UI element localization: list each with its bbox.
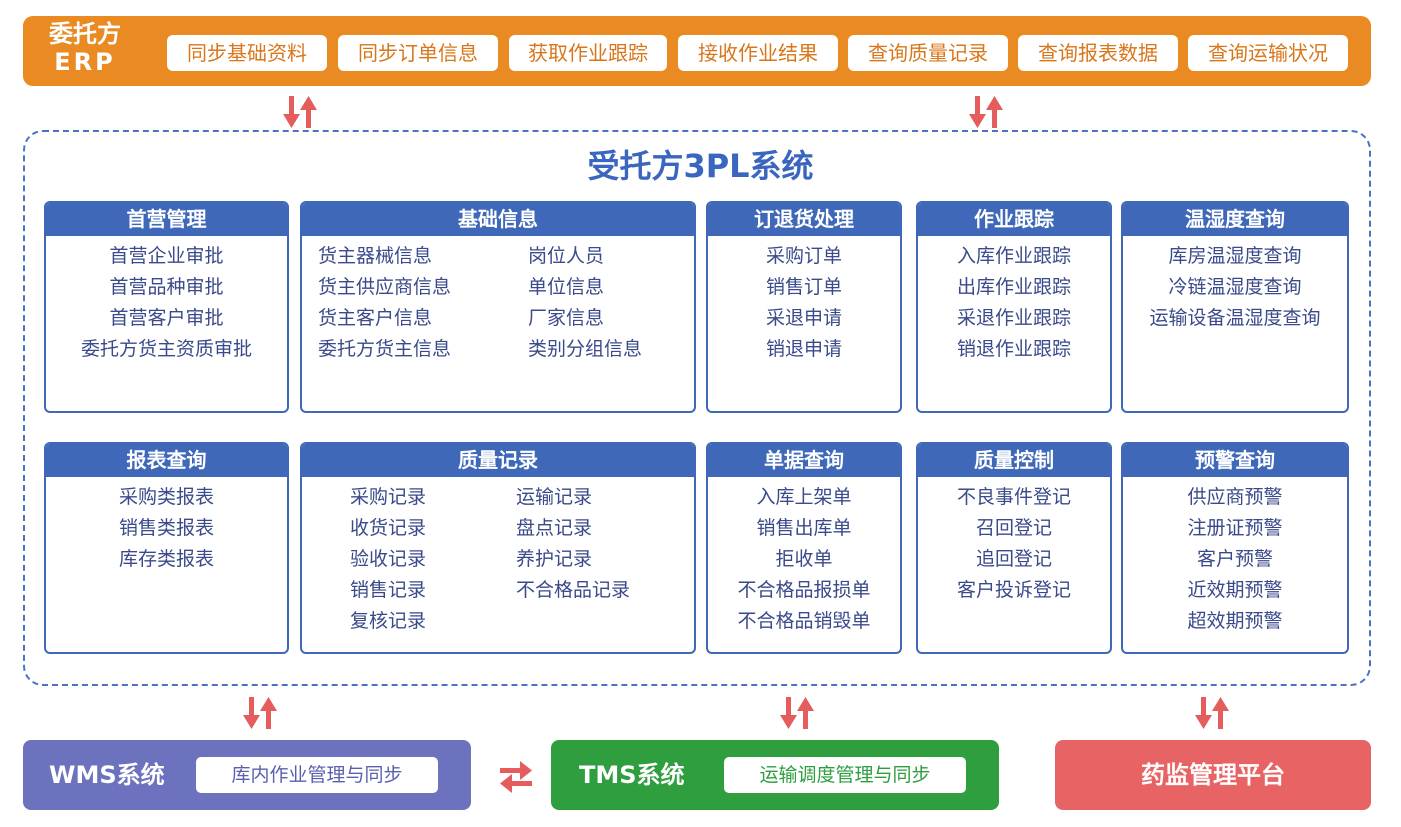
module-item: 销售出库单 [756,517,852,539]
module-title: 首营管理 [46,203,287,236]
module-item: 销售类报表 [118,517,214,539]
module-item: 出库作业跟踪 [956,276,1071,298]
module-title: 基础信息 [302,203,694,236]
module-item: 采退申请 [765,307,842,329]
module-item: 库房温湿度查询 [1168,245,1302,267]
module-title: 订退货处理 [708,203,900,236]
module-item: 不合格品记录 [516,579,631,601]
module-item: 货主客户信息 [318,307,433,329]
module-item: 召回登记 [975,517,1052,539]
module-warning-query: 预警查询 供应商预警 注册证预警 客户预警 近效期预警 超效期预警 [1121,442,1349,654]
erp-button-sync-base[interactable]: 同步基础资料 [167,35,327,71]
module-title: 质量控制 [918,444,1110,477]
erp-button-query-quality[interactable]: 查询质量记录 [848,35,1008,71]
module-document-query: 单据查询 入库上架单 销售出库单 拒收单 不合格品报损单 不合格品销毁单 [706,442,902,654]
system-title: 受托方3PL系统 [587,147,814,185]
module-item: 采购记录 [350,486,427,508]
module-item: 近效期预警 [1187,579,1283,601]
module-report-query: 报表查询 采购类报表 销售类报表 库存类报表 [44,442,289,654]
erp-button-receive-results[interactable]: 接收作业结果 [678,35,838,71]
module-item: 销退作业跟踪 [956,338,1071,360]
wms-desc: 库内作业管理与同步 [196,757,438,793]
module-item: 入库上架单 [756,486,852,508]
module-item: 货主器械信息 [318,245,433,267]
module-item: 采购订单 [765,245,842,267]
module-item: 货主供应商信息 [318,276,452,298]
module-item: 追回登记 [975,548,1052,570]
module-item: 委托方货主信息 [318,338,452,360]
tms-desc: 运输调度管理与同步 [724,757,966,793]
module-item: 验收记录 [350,548,427,570]
module-item: 注册证预警 [1187,517,1283,539]
module-title: 作业跟踪 [918,203,1110,236]
erp-title: 委托方 ERP [30,20,140,82]
sync-arrows-icon [283,96,317,128]
module-title: 报表查询 [46,444,287,477]
module-first-operation: 首营管理 首营企业审批 首营品种审批 首营客户审批 委托方货主资质审批 [44,201,289,413]
module-item: 盘点记录 [516,517,593,539]
erp-button-sync-orders[interactable]: 同步订单信息 [338,35,498,71]
module-item: 不合格品报损单 [737,579,871,601]
module-item: 入库作业跟踪 [956,245,1071,267]
module-item: 拒收单 [775,548,833,570]
3pl-system-frame [23,130,1371,686]
module-item: 客户预警 [1196,548,1273,570]
module-basic-info: 基础信息 货主器械信息 货主供应商信息 货主客户信息 委托方货主信息 岗位人员 … [300,201,696,413]
module-item: 首营客户审批 [109,307,224,329]
tms-name: TMS系统 [579,761,685,789]
module-item: 采购类报表 [118,486,214,508]
module-item: 销售记录 [350,579,427,601]
module-item: 首营品种审批 [109,276,224,298]
module-item: 委托方货主资质审批 [80,338,252,360]
module-title: 质量记录 [302,444,694,477]
erp-button-query-transport[interactable]: 查询运输状况 [1188,35,1348,71]
wms-system: WMS系统 库内作业管理与同步 [23,740,471,810]
module-item: 复核记录 [350,610,427,632]
module-quality-records: 质量记录 采购记录 收货记录 验收记录 销售记录 复核记录 运输记录 盘点记录 … [300,442,696,654]
erp-button-get-tracking[interactable]: 获取作业跟踪 [509,35,667,71]
module-item: 不良事件登记 [956,486,1071,508]
module-item: 单位信息 [528,276,605,298]
module-order-return: 订退货处理 采购订单 销售订单 采退申请 销退申请 [706,201,902,413]
module-item: 运输记录 [516,486,593,508]
module-title: 温湿度查询 [1123,203,1347,236]
erp-title-line2: ERP [54,48,116,76]
module-item: 运输设备温湿度查询 [1149,307,1321,329]
wms-name: WMS系统 [49,761,165,789]
module-item: 超效期预警 [1187,610,1283,632]
module-item: 库存类报表 [118,548,214,570]
sync-arrows-icon [969,96,1003,128]
module-item: 销退申请 [765,338,842,360]
module-operation-tracking: 作业跟踪 入库作业跟踪 出库作业跟踪 采退作业跟踪 销退作业跟踪 [916,201,1112,413]
module-item: 销售订单 [765,276,842,298]
regulator-name: 药监管理平台 [1141,761,1285,789]
module-item: 不合格品销毁单 [737,610,871,632]
sync-arrows-icon [1195,697,1229,729]
module-title: 预警查询 [1123,444,1347,477]
erp-button-query-reports[interactable]: 查询报表数据 [1018,35,1178,71]
module-item: 客户投诉登记 [956,579,1071,601]
module-temp-humidity: 温湿度查询 库房温湿度查询 冷链温湿度查询 运输设备温湿度查询 [1121,201,1349,413]
module-title: 单据查询 [708,444,900,477]
module-item: 收货记录 [350,517,427,539]
tms-system: TMS系统 运输调度管理与同步 [551,740,999,810]
module-item: 厂家信息 [528,307,605,329]
sync-arrows-icon [243,697,277,729]
module-item: 冷链温湿度查询 [1168,276,1302,298]
module-quality-control: 质量控制 不良事件登记 召回登记 追回登记 客户投诉登记 [916,442,1112,654]
module-item: 类别分组信息 [528,338,643,360]
exchange-arrows-icon [500,761,532,793]
module-item: 首营企业审批 [109,245,224,267]
module-item: 采退作业跟踪 [956,307,1071,329]
sync-arrows-icon [780,697,814,729]
regulator-platform: 药监管理平台 [1055,740,1371,810]
erp-title-line1: 委托方 [49,20,121,48]
module-item: 养护记录 [516,548,593,570]
module-item: 岗位人员 [528,245,605,267]
module-item: 供应商预警 [1187,486,1283,508]
